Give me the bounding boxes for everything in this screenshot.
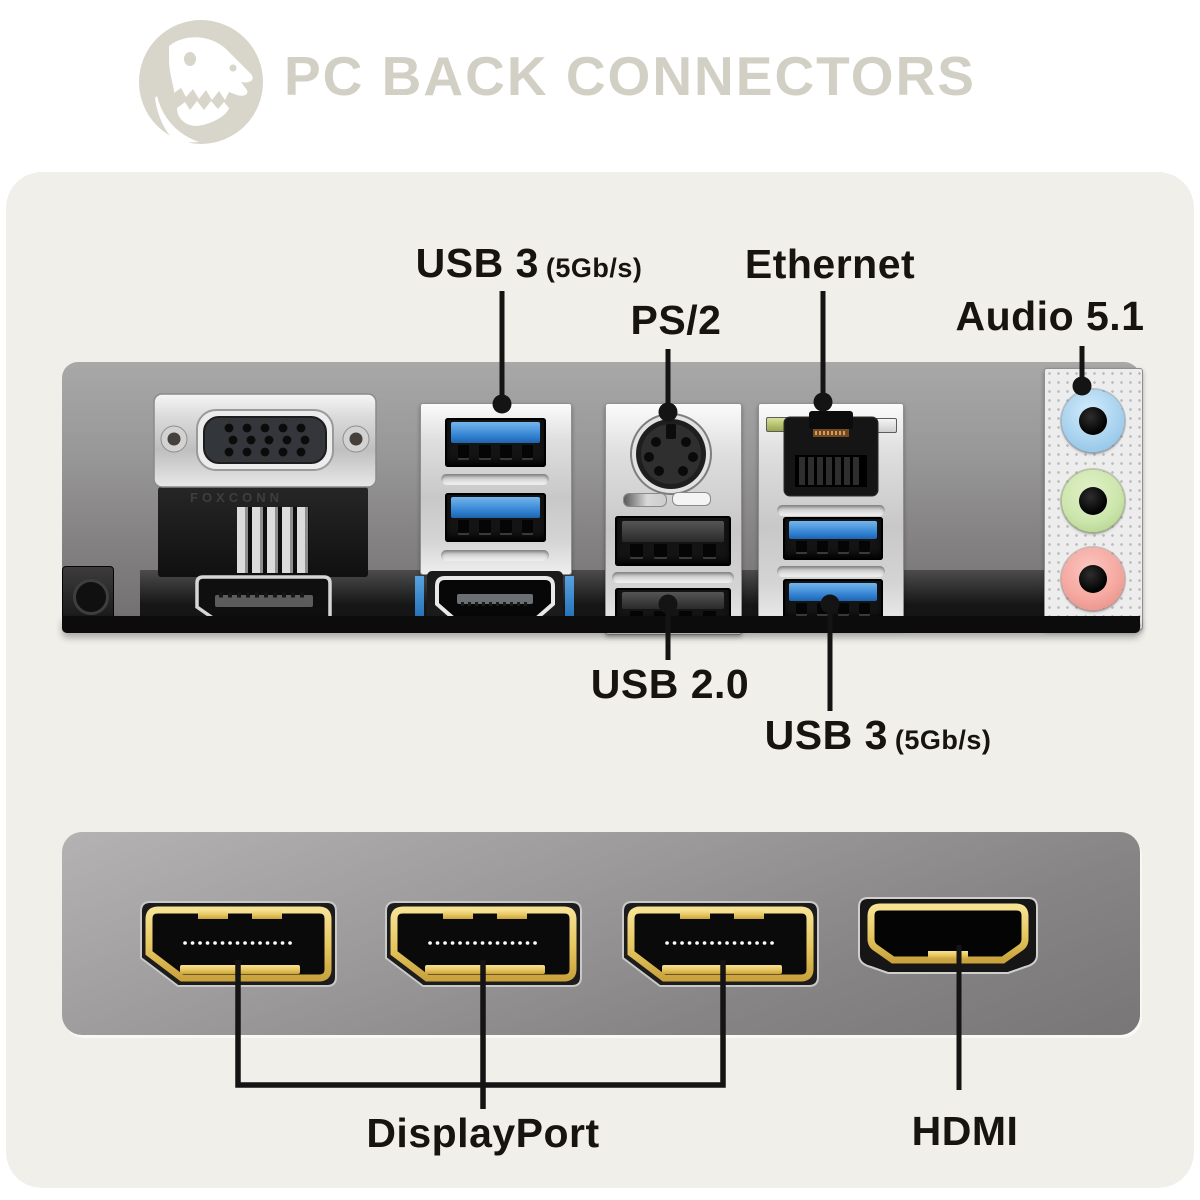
annotation-text: DisplayPort bbox=[366, 1110, 600, 1156]
usb-pins bbox=[630, 543, 716, 559]
stamped-groove bbox=[441, 550, 549, 561]
page-title: PC BACK CONNECTORS bbox=[284, 45, 976, 107]
indicator-slot bbox=[623, 493, 667, 507]
usb3-port bbox=[445, 493, 546, 542]
stamped-groove bbox=[612, 572, 734, 583]
usb-tongue bbox=[621, 520, 725, 542]
audio-jack-mic bbox=[1062, 548, 1124, 610]
ethernet-port bbox=[783, 411, 879, 497]
displayport-port bbox=[385, 901, 582, 987]
hdmi-port bbox=[858, 897, 1038, 974]
audio-jacks-block bbox=[1044, 368, 1143, 630]
displayport-port bbox=[622, 901, 819, 987]
stamped-groove bbox=[777, 566, 885, 577]
usb-pins bbox=[458, 444, 533, 460]
annotation-subtext: (5Gb/s) bbox=[894, 725, 992, 755]
stamped-groove bbox=[777, 505, 885, 516]
ps2-usb2-block bbox=[605, 403, 742, 635]
usb3-block bbox=[420, 403, 572, 575]
usb-tongue bbox=[789, 520, 877, 539]
annotation-text: PS/2 bbox=[630, 297, 722, 343]
usb-edge bbox=[415, 576, 424, 623]
vga-bracket: FOXCONN bbox=[158, 487, 368, 577]
annotation-hdmi: HDMI bbox=[912, 1108, 1019, 1155]
hdmi-port-small bbox=[415, 570, 575, 630]
pcb-edge-strip bbox=[62, 616, 1140, 633]
displayport-port bbox=[140, 901, 337, 987]
bracket-marking: FOXCONN bbox=[190, 490, 283, 505]
annotation-subtext: (5Gb/s) bbox=[545, 253, 643, 283]
annotation-ps2: PS/2 bbox=[631, 297, 722, 344]
ps2-port bbox=[630, 413, 712, 495]
annotation-text: USB 3 bbox=[764, 712, 888, 758]
usb-tongue bbox=[451, 497, 540, 518]
annotation-usb20: USB 2.0 bbox=[591, 661, 749, 708]
annotation-ethernet: Ethernet bbox=[745, 241, 915, 288]
stamped-groove bbox=[441, 474, 549, 485]
annotation-usb3-bottom: USB 3(5Gb/s) bbox=[765, 712, 992, 759]
usb-tongue bbox=[789, 582, 877, 601]
rear-io-panel: FOXCONN bbox=[62, 362, 1143, 635]
header: PC BACK CONNECTORS bbox=[0, 0, 1200, 170]
usb3-port bbox=[783, 517, 883, 560]
usb-tongue bbox=[621, 591, 725, 610]
bios-button bbox=[62, 566, 114, 622]
usb-pins bbox=[796, 602, 870, 616]
indicator-slot bbox=[672, 492, 711, 506]
usb-edge bbox=[565, 576, 574, 623]
annotation-text: USB 3 bbox=[415, 240, 539, 286]
ethernet-usb3-block bbox=[758, 403, 904, 629]
annotation-text: Ethernet bbox=[744, 241, 916, 287]
usb3-port bbox=[445, 418, 546, 467]
annotation-displayport: DisplayPort bbox=[366, 1110, 599, 1157]
ribbon-cable bbox=[237, 507, 309, 573]
usb-tongue bbox=[451, 422, 540, 443]
annotation-usb3-top: USB 3(5Gb/s) bbox=[416, 240, 643, 287]
video-io-panel bbox=[62, 832, 1140, 1035]
usb-pins bbox=[796, 540, 870, 554]
annotation-text: USB 2.0 bbox=[590, 661, 750, 707]
vga-port bbox=[153, 393, 377, 488]
annotation-text: HDMI bbox=[911, 1108, 1019, 1154]
annotation-text: Audio 5.1 bbox=[955, 293, 1145, 339]
usb-pins bbox=[458, 519, 533, 535]
audio-jack-line-out bbox=[1062, 470, 1124, 532]
trex-logo-icon bbox=[139, 20, 263, 144]
usb2-port bbox=[615, 516, 731, 566]
annotation-audio: Audio 5.1 bbox=[955, 293, 1144, 340]
audio-jack-line-in bbox=[1062, 390, 1124, 452]
